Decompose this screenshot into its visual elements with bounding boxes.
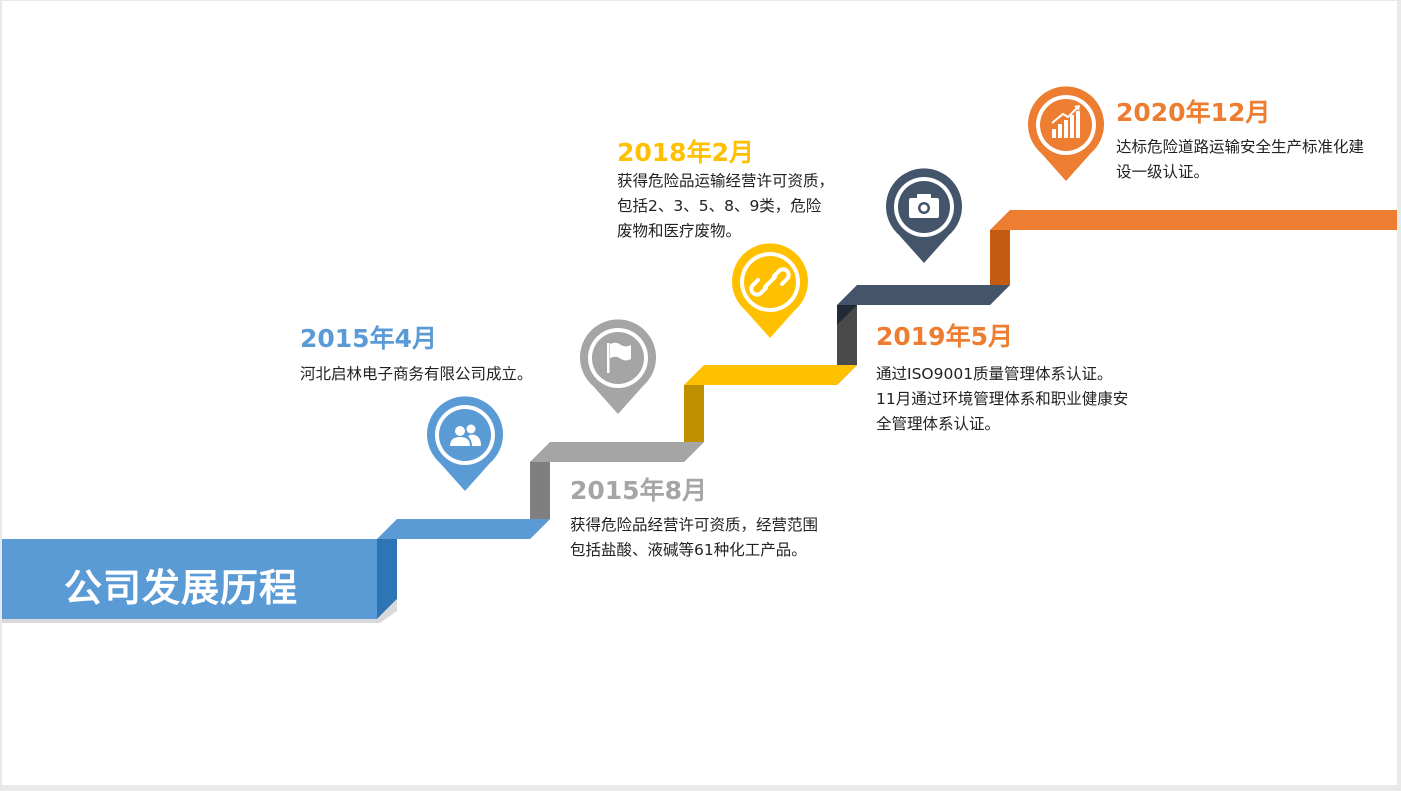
flag-pin [580,319,656,414]
milestone-date: 2018年2月 [617,138,754,167]
milestone-description: 获得危险品经营许可资质，经营范围 包括盐酸、液碱等61种化工产品。 [570,513,818,563]
milestone-description: 河北启林电子商务有限公司成立。 [300,362,533,387]
description-line: 包括盐酸、液碱等61种化工产品。 [570,541,807,559]
title-banner [2,539,377,619]
page-title: 公司发展历程 [64,566,299,610]
chart-pin [1028,86,1104,181]
users-icon [450,424,481,446]
link-pin [732,243,808,338]
milestone-date: 2019年5月 [876,322,1013,351]
blue-step-riser [377,539,397,619]
description-line: 设一级认证。 [1116,163,1210,181]
milestone-description: 获得危险品运输经营许可资质， 包括2、3、5、8、9类，危险 废物和医疗废物。 [617,169,834,244]
navy-step-shadow [837,305,857,325]
description-line: 获得危险品经营许可资质，经营范围 [570,516,819,534]
gray-step-top [530,442,704,462]
description-line: 11月通过环境管理体系和职业健康安 [876,390,1129,408]
orange-step-top [990,210,1397,230]
milestone-date: 2020年12月 [1116,98,1271,127]
link-icon [749,267,791,297]
description-line: 获得危险品运输经营许可资质， [617,172,835,190]
description-line: 河北启林电子商务有限公司成立。 [300,365,533,383]
milestone-date: 2015年8月 [570,476,707,505]
description-line: 包括2、3、5、8、9类，危险 [617,197,822,215]
gold-step-top [684,365,857,385]
milestone-description: 通过ISO9001质量管理体系认证。 11月通过环境管理体系和职业健康安 全管理… [876,362,1128,437]
camera-pin [886,168,962,263]
description-line: 通过ISO9001质量管理体系认证。 [876,365,1113,383]
description-line: 全管理体系认证。 [876,415,1001,433]
milestone-date: 2015年4月 [300,324,437,353]
chart-icon [1051,105,1080,138]
users-pin [427,396,503,491]
banner-shadow [2,599,397,623]
camera-icon [909,194,939,218]
navy-step-top [837,285,1010,305]
description-line: 达标危险道路运输安全生产标准化建 [1116,138,1365,156]
blue-step-top [377,519,550,539]
flag-icon [607,342,631,373]
milestone-description: 达标危险道路运输安全生产标准化建 设一级认证。 [1116,135,1364,185]
description-line: 废物和医疗废物。 [617,222,742,240]
